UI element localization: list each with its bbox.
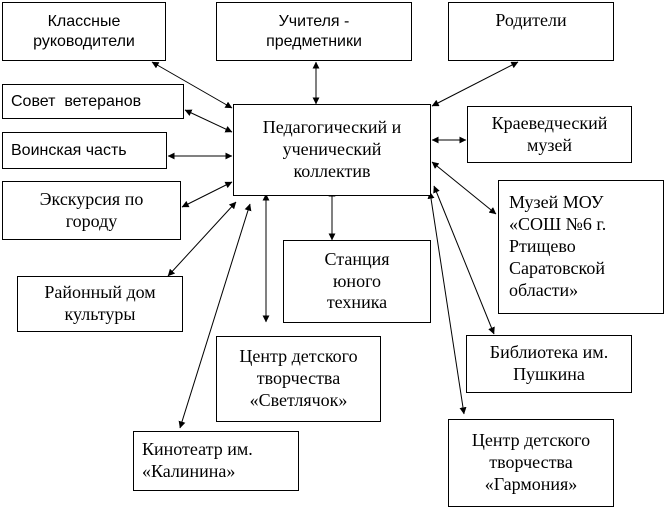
node-label: руководители: [33, 32, 135, 50]
node-culture-house: Районный дом культуры: [17, 276, 183, 332]
node-class-teachers: Классные руководители: [2, 2, 166, 61]
node-label: Пушкина: [513, 364, 585, 384]
node-label: Саратовской: [509, 257, 605, 278]
node-label: Библиотека им.: [489, 342, 609, 363]
node-label: Экскурсия по: [39, 188, 144, 209]
node-label: юного: [332, 270, 381, 291]
node-label: Родители: [495, 10, 567, 30]
node-label: творчества: [256, 368, 341, 389]
node-label: «Гармония»: [484, 473, 578, 494]
node-label: Кинотеатр им.: [142, 439, 253, 460]
connector-school-museum: [431, 161, 497, 215]
node-label: техника: [326, 292, 388, 313]
connector-garmonia-center: [427, 191, 467, 415]
center-node-line: Педагогический и: [262, 117, 402, 138]
node-label: Музей МОУ: [509, 192, 604, 213]
node-svetlyachok-center: Центр детского творчества «Светлячок»: [216, 336, 381, 422]
node-label: творчества: [489, 452, 573, 473]
node-label: музей: [526, 134, 573, 155]
node-subject-teachers: Учителя - предметники: [216, 2, 412, 61]
node-young-tech-station: Станция юного техника: [283, 240, 431, 323]
center-node-line: ученический: [282, 139, 382, 160]
node-label: Ртищево: [509, 236, 576, 257]
node-label: Районный дом: [44, 282, 156, 303]
node-parents: Родители: [448, 2, 614, 61]
connector-city-tour: [181, 181, 233, 208]
node-cinema: Кинотеатр им. «Калинина»: [133, 431, 299, 491]
node-veterans-council: Совет ветеранов: [2, 84, 184, 119]
node-garmonia-center: Центр детского творчества «Гармония»: [448, 419, 614, 507]
node-local-museum: Краеведческий музей: [467, 106, 632, 163]
node-library: Библиотека им. Пушкина: [466, 335, 632, 393]
node-label: Воинская часть: [11, 141, 127, 159]
connector-class-teachers: [151, 61, 233, 109]
node-label: Центр детского: [239, 346, 358, 367]
connector-parents: [431, 61, 519, 107]
connector-veterans-council: [184, 109, 233, 133]
node-label: «СОШ №6 г.: [509, 214, 607, 235]
node-label: Совет ветеранов: [11, 92, 142, 110]
node-military-unit: Воинская часть: [2, 132, 167, 169]
node-label: «Светлячок»: [249, 389, 348, 410]
center-node-pedagogical-collective: Педагогический и ученический коллектив: [233, 104, 431, 196]
node-label: предметники: [266, 32, 362, 50]
node-label: Станция: [324, 248, 390, 269]
connector-library: [433, 185, 495, 335]
node-school-museum: Музей МОУ «СОШ №6 г. Ртищево Саратовской…: [498, 180, 664, 314]
node-label: Классные: [47, 12, 121, 30]
node-label: Учителя -: [278, 12, 350, 30]
node-label: городу: [65, 210, 118, 231]
connector-cinema: [178, 203, 252, 429]
node-label: Краеведческий: [491, 112, 608, 133]
node-label: «Калинина»: [142, 461, 236, 481]
center-node-line: коллектив: [293, 160, 371, 181]
node-label: Центр детского: [471, 430, 591, 451]
node-label: культуры: [64, 304, 136, 324]
node-label: области»: [509, 279, 579, 300]
node-city-tour: Экскурсия по городу: [2, 181, 181, 240]
